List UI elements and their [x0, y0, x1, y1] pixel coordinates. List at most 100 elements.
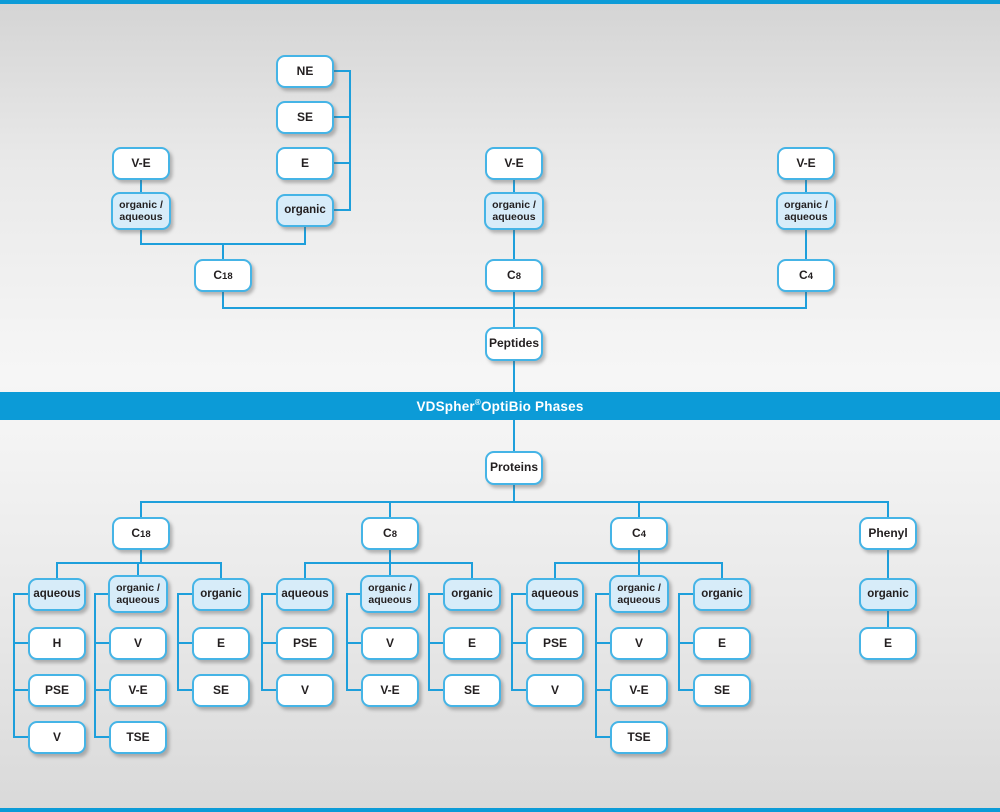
node-label: organic / aqueous [116, 581, 160, 606]
node-label: organic / aqueous [368, 581, 412, 606]
proteins-c4-orgaq-leaf-ve: V-E [610, 674, 668, 707]
peptides-c18-organic: organic [276, 194, 334, 227]
node-label: E [717, 635, 726, 650]
proteins-c8-aqueous: aqueous [276, 578, 334, 611]
node-label: V-E [629, 682, 649, 697]
proteins-c18-organic: organic [192, 578, 250, 611]
banner-optibio-phases: VDSpher® OptiBio Phases [0, 392, 1000, 420]
peptides-leaf-e: E [276, 147, 334, 180]
node-label: organic [867, 588, 909, 601]
peptides-c4-ve: V-E [777, 147, 835, 180]
banner-brand: VDSpher [416, 398, 475, 414]
proteins-c18-orgaq-leaf-tse: TSE [109, 721, 167, 754]
proteins-c18-aqueous: aqueous [28, 578, 86, 611]
node-peptides-root: Peptides [485, 327, 543, 361]
node-proteins-root: Proteins [485, 451, 543, 485]
node-label: V-E [128, 682, 148, 697]
proteins-c18-orgaq-leaf-ve: V-E [109, 674, 167, 707]
node-label: C4 [632, 525, 646, 540]
node-label: Proteins [489, 460, 538, 475]
node-label: PSE [542, 635, 567, 650]
peptides-leaf-se: SE [276, 101, 334, 134]
node-label: V-E [131, 155, 151, 170]
node-label: V [385, 635, 394, 650]
node-label: SE [212, 682, 229, 697]
node-label: SE [463, 682, 480, 697]
proteins-c18-orgaq-leaf-v: V [109, 627, 167, 660]
node-label: V [550, 682, 559, 697]
node-label: organic / aqueous [119, 198, 163, 223]
top-edge-bar [0, 0, 1000, 4]
node-label: C18 [131, 525, 151, 540]
proteins-c4-aqueous-leaf-pse: PSE [526, 627, 584, 660]
proteins-c4-organic-leaf-se: SE [693, 674, 751, 707]
node-label: SE [713, 682, 730, 697]
column-label-main: C [799, 267, 808, 282]
registered-mark: ® [474, 397, 481, 407]
column-label-main: C [213, 267, 223, 282]
node-label: organic [284, 204, 326, 217]
node-label: V [133, 635, 142, 650]
node-label: C18 [213, 267, 233, 282]
node-label: C4 [799, 267, 813, 282]
proteins-c8-organic-leaf-se: SE [443, 674, 501, 707]
node-label: V-E [380, 682, 400, 697]
proteins-column-c4: C4 [610, 517, 668, 550]
node-label: aqueous [281, 588, 329, 601]
node-label: V [300, 682, 309, 697]
node-label: organic [200, 588, 242, 601]
column-label-sub: 8 [391, 528, 397, 540]
proteins-column-c8: C8 [361, 517, 419, 550]
peptides-c18-organic-aqueous: organic / aqueous [111, 192, 171, 230]
proteins-c4-organic-leaf-e: E [693, 627, 751, 660]
node-label: organic / aqueous [492, 198, 536, 223]
proteins-c18-organic-leaf-e: E [192, 627, 250, 660]
node-label: organic / aqueous [617, 581, 661, 606]
node-label: aqueous [33, 588, 81, 601]
proteins-c18-organic-leaf-se: SE [192, 674, 250, 707]
column-label-sub: 18 [222, 270, 233, 282]
proteins-phenyl-organic-leaf-e: E [859, 627, 917, 660]
proteins-column-phenyl: Phenyl [859, 517, 917, 550]
proteins-column-c18: C18 [112, 517, 170, 550]
proteins-c18-aqueous-leaf-pse: PSE [28, 674, 86, 707]
proteins-c18-aqueous-leaf-h: H [28, 627, 86, 660]
proteins-c4-aqueous: aqueous [526, 578, 584, 611]
node-label: E [467, 635, 476, 650]
node-label: Peptides [488, 336, 539, 351]
peptides-leaf-ne: NE [276, 55, 334, 88]
proteins-c8-organic-leaf-e: E [443, 627, 501, 660]
proteins-c8-organic: organic [443, 578, 501, 611]
proteins-c18-organic-aqueous: organic / aqueous [108, 575, 168, 613]
proteins-c4-aqueous-leaf-v: V [526, 674, 584, 707]
proteins-c8-orgaq-leaf-v: V [361, 627, 419, 660]
proteins-c4-organic-aqueous: organic / aqueous [609, 575, 669, 613]
bottom-edge-bar [0, 808, 1000, 812]
node-label: organic [701, 588, 743, 601]
column-label-main: C [383, 525, 392, 540]
node-label: PSE [44, 682, 69, 697]
proteins-c4-organic: organic [693, 578, 751, 611]
proteins-c8-orgaq-leaf-ve: V-E [361, 674, 419, 707]
node-label: C8 [383, 525, 397, 540]
node-label: E [216, 635, 225, 650]
column-label-sub: 18 [140, 528, 151, 540]
node-label: Phenyl [868, 526, 907, 540]
node-label: organic / aqueous [784, 198, 828, 223]
column-label-main: C [131, 525, 141, 540]
proteins-c8-organic-aqueous: organic / aqueous [360, 575, 420, 613]
node-label: NE [296, 63, 314, 78]
node-label: H [52, 635, 62, 650]
node-label: V-E [796, 155, 816, 170]
column-label-sub: 8 [515, 270, 521, 282]
column-label-main: C [632, 525, 641, 540]
proteins-c8-aqueous-leaf-v: V [276, 674, 334, 707]
node-label: TSE [627, 729, 651, 744]
proteins-c18-aqueous-leaf-v: V [28, 721, 86, 754]
node-label: PSE [292, 635, 317, 650]
proteins-c4-orgaq-leaf-tse: TSE [610, 721, 668, 754]
peptides-column-c4: C4 [777, 259, 835, 292]
proteins-phenyl-organic: organic [859, 578, 917, 611]
banner-rest: OptiBio Phases [480, 398, 584, 414]
